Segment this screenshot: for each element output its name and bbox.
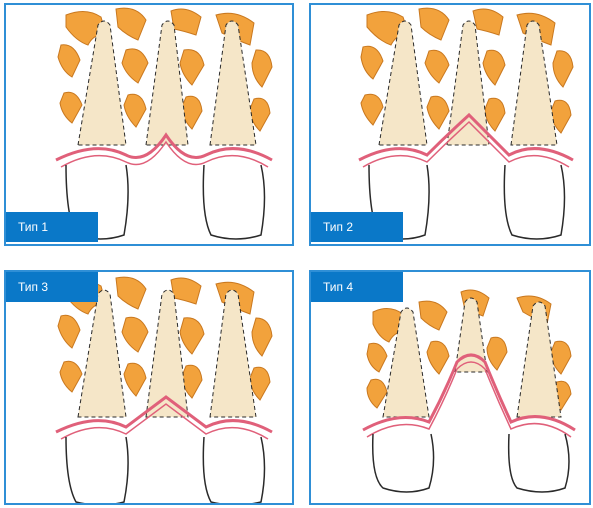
tooth-roots (383, 298, 561, 417)
tooth-gap-illustration (311, 5, 589, 244)
tooth-roots (78, 21, 256, 145)
tooth-gap-illustration (6, 272, 292, 503)
diagram-panel-type-3: Тип 3 (4, 270, 294, 505)
diagram-panel-type-2: Тип 2 (309, 3, 591, 246)
crowns (66, 437, 265, 503)
tooth-gap-illustration (6, 5, 292, 244)
diagram-panel-type-1: Тип 1 (4, 3, 294, 246)
panel-label: Тип 4 (311, 272, 403, 302)
diagram-panel-type-4: Тип 4 (309, 270, 591, 505)
crowns (373, 434, 569, 492)
panel-label: Тип 3 (6, 272, 98, 302)
panel-label: Тип 2 (311, 212, 403, 242)
tooth-gap-illustration (311, 272, 589, 503)
panel-label: Тип 1 (6, 212, 98, 242)
tooth-roots (379, 21, 557, 145)
